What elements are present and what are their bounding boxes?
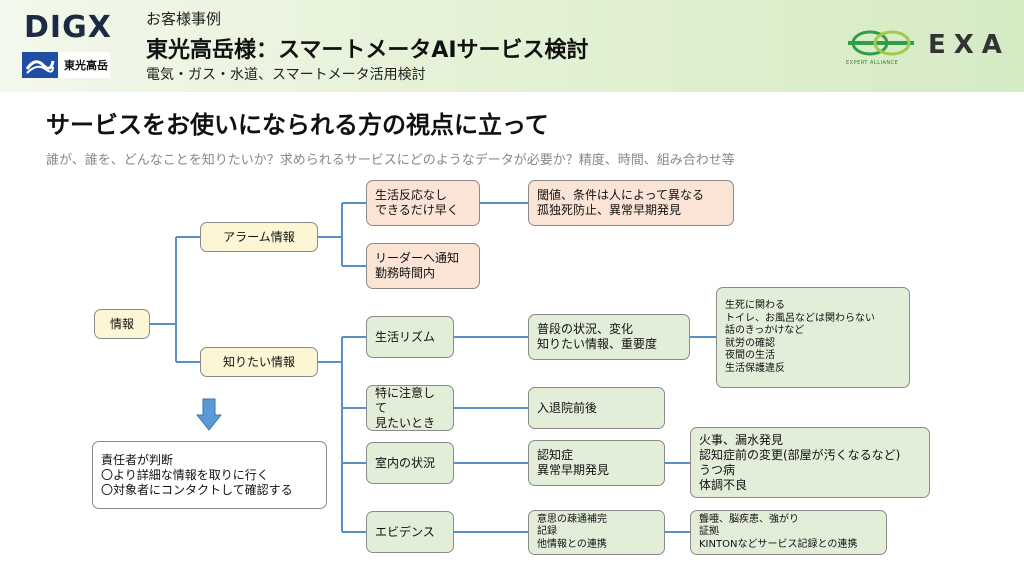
text-line: 認知症 <box>537 448 574 462</box>
text-line: トイレ、お風呂などは関わらない <box>725 312 875 324</box>
text-line: 〇より詳細な情報を取りに行く <box>101 467 269 482</box>
want-label: 知りたい情報 <box>222 354 295 369</box>
text-line: 体調不良 <box>699 477 748 492</box>
alarm-node: アラーム情報 <box>200 222 318 252</box>
toko-logo-text: 東光高岳 <box>64 59 108 72</box>
want-detail-room: 認知症異常早期発見 <box>528 440 665 486</box>
want-detail-attention: 入退院前後 <box>528 387 665 429</box>
section-subtitle: 誰が、誰を、どんなことを知りたいか？求められるサービスにどのようなデータが必要か… <box>46 153 735 168</box>
want-note-room: 火事、漏水発見 認知症前の変更(部屋が汚くなるなど) うつ病 体調不良 <box>690 427 930 498</box>
text-line: 夜間の生活 <box>725 350 775 361</box>
text-line: 勤務時間内 <box>375 266 436 280</box>
text-line: エビデンス <box>375 524 435 539</box>
text-line: 〇対象者にコンタクトして確認する <box>101 482 293 497</box>
want-note-evidence: 聾唖、脳疾患、強がり 証拠 KINTONなどサービス記録との連携 <box>690 510 887 555</box>
header-banner: DIGX 東光高岳 お客様事例 東光高岳様：スマートメータAIサービス検討 電気… <box>0 0 1024 92</box>
want-child-attention: 特に注意して見たいとき <box>366 385 454 431</box>
digx-logo: DIGX <box>24 10 112 45</box>
text-line: 生活反応なし <box>375 188 448 202</box>
page-title: 東光高岳様：スマートメータAIサービス検討 <box>146 38 589 63</box>
text-line: 孤独死防止、異常早期発見 <box>537 203 682 217</box>
text-line: 生活リズム <box>375 329 436 344</box>
text-line: 知りたい情報、重要度 <box>537 337 658 351</box>
responsible-note: 責任者が判断 〇より詳細な情報を取りに行く 〇対象者にコンタクトして確認する <box>92 441 327 509</box>
text-line: 閾値、条件は人によって異なる <box>537 188 705 202</box>
text-line: できるだけ早く <box>375 203 459 217</box>
want-node: 知りたい情報 <box>200 347 318 377</box>
page-subtitle: 電気・ガス・水道、スマートメータ活用検討 <box>146 67 426 83</box>
text-line: 生活保護違反 <box>725 362 785 374</box>
text-line: 他情報との連携 <box>537 538 607 550</box>
text-line: うつ病 <box>699 462 736 477</box>
text-line: 証拠 <box>699 526 719 538</box>
text-line: リーダーへ通知 <box>375 251 460 265</box>
alarm-note: 閾値、条件は人によって異なる孤独死防止、異常早期発見 <box>528 180 734 226</box>
exa-logo-icon <box>848 30 914 56</box>
text-line: 入退院前後 <box>537 400 598 415</box>
want-child-evidence: エビデンス <box>366 511 454 553</box>
root-label: 情報 <box>109 316 134 331</box>
want-child-room: 室内の状況 <box>366 442 454 484</box>
want-detail-rhythm: 普段の状況、変化知りたい情報、重要度 <box>528 314 690 360</box>
text-line: 生死に関わる <box>725 300 785 311</box>
text-line: 特に注意して <box>375 385 436 415</box>
text-line: 聾唖、脳疾患、強がり <box>699 513 799 525</box>
alarm-child-1: 生活反応なしできるだけ早く <box>366 180 480 226</box>
exa-logo-text: EXA <box>928 30 1010 60</box>
text-line: 責任者が判断 <box>101 452 174 467</box>
text-line: 意思の疎通補完 <box>537 513 607 525</box>
text-line: 室内の状況 <box>375 455 436 470</box>
down-arrow-icon <box>196 398 222 431</box>
alarm-child-2: リーダーへ通知勤務時間内 <box>366 243 480 289</box>
text-line: 火事、漏水発見 <box>699 432 784 447</box>
want-detail-evidence: 意思の疎通補完記録他情報との連携 <box>528 510 665 555</box>
text-line: 見たいとき <box>375 415 436 430</box>
toko-mark-icon <box>22 52 58 78</box>
text-line: 普段の状況、変化 <box>537 322 634 336</box>
exa-alliance-text: EXPERT ALLIANCE <box>846 60 899 66</box>
section-title: サービスをお使いになられる方の視点に立って <box>46 111 549 139</box>
alarm-label: アラーム情報 <box>223 229 295 244</box>
want-note-rhythm: 生死に関わる トイレ、お風呂などは関わらない 話のきっかけなど 就労の確認 夜間… <box>716 287 910 388</box>
text-line: 就労の確認 <box>725 337 775 349</box>
toko-logo: 東光高岳 <box>22 52 110 78</box>
case-label: お客様事例 <box>146 10 222 28</box>
text-line: 認知症前の変更(部屋が汚くなるなど) <box>699 447 901 462</box>
want-child-rhythm: 生活リズム <box>366 316 454 358</box>
text-line: 異常早期発見 <box>537 463 610 477</box>
text-line: KINTONなどサービス記録との連携 <box>699 538 858 550</box>
text-line: 話のきっかけなど <box>725 325 805 336</box>
text-line: 記録 <box>537 526 557 538</box>
root-node: 情報 <box>94 309 150 339</box>
